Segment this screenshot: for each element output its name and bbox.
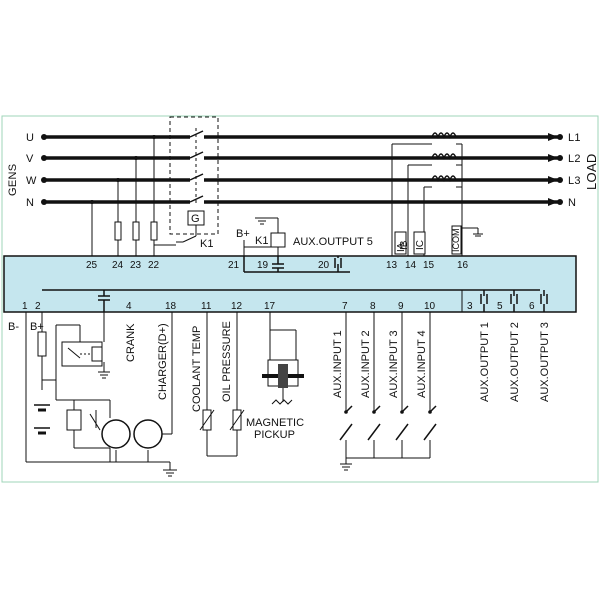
- k1-relay-label: K1: [255, 235, 268, 247]
- crank-label: CRANK: [125, 323, 137, 362]
- pin-21: 21: [228, 260, 240, 271]
- pin-1: 1: [22, 301, 28, 312]
- ic-label: IC: [415, 240, 426, 250]
- b-plus-top: B+: [236, 228, 250, 240]
- starter-relay: [66, 409, 82, 431]
- line-label-u: U: [26, 132, 34, 144]
- pin-23: 23: [130, 260, 142, 271]
- pin-3: 3: [467, 301, 473, 312]
- crank-relay-coil: [91, 346, 103, 362]
- pin-17: 17: [264, 301, 276, 312]
- magnetic-pickup-icon: [262, 359, 304, 405]
- power-lines: [44, 135, 560, 204]
- k1-relay-coil: [270, 232, 286, 248]
- main-ground-icon: [163, 469, 177, 477]
- aux-input1-label: AUX.INPUT 1: [332, 330, 344, 398]
- icom-label: ICOM: [451, 229, 461, 253]
- charger-label: CHARGER(D+): [157, 323, 169, 400]
- pin-18: 18: [165, 301, 177, 312]
- battery-icon: [34, 404, 50, 435]
- magnetic-label: MAGNETIC: [246, 417, 304, 429]
- line-label-l1: L1: [568, 132, 581, 144]
- contactor-box: [169, 116, 219, 235]
- pin-10: 10: [424, 301, 436, 312]
- line-label-l3: L3: [568, 175, 581, 187]
- aux-ground-icon: [340, 463, 352, 471]
- charger-alternator: [133, 419, 163, 449]
- pin-22: 22: [148, 260, 160, 271]
- pin-4: 4: [126, 301, 132, 312]
- pin-9: 9: [398, 301, 404, 312]
- aux-input3-label: AUX.INPUT 3: [388, 330, 400, 398]
- pin-13: 13: [386, 260, 398, 271]
- aux-output5-label: AUX.OUTPUT 5: [293, 236, 373, 248]
- load-label: LOAD: [584, 153, 599, 190]
- coolant-temp-label: COOLANT TEMP: [191, 326, 203, 412]
- pin-14: 14: [405, 260, 417, 271]
- bottom-wires: [25, 312, 431, 470]
- aux-input4-label: AUX.INPUT 4: [416, 330, 428, 398]
- pickup-label: PICKUP: [254, 429, 295, 441]
- oil-pressure-label: OIL PRESSURE: [221, 321, 233, 402]
- pin-16: 16: [457, 260, 469, 271]
- gens-label: GENS: [7, 164, 19, 196]
- ia-label: IA: [396, 242, 407, 252]
- line-label-w: W: [26, 175, 37, 187]
- aux-input-switches: [339, 405, 437, 441]
- pin-8: 8: [370, 301, 376, 312]
- contactor-switches: [190, 134, 204, 205]
- aux-input2-label: AUX.INPUT 2: [360, 330, 372, 398]
- pin-12: 12: [231, 301, 243, 312]
- pin-7: 7: [342, 301, 348, 312]
- g-box-label: G: [191, 213, 200, 225]
- crank-ground-icon: [98, 371, 110, 379]
- line-label-v: V: [26, 153, 34, 165]
- k1-contact-label: K1: [200, 238, 213, 250]
- diagram-frame: [1, 115, 599, 483]
- pin-24: 24: [112, 260, 124, 271]
- line-label-n-right: N: [568, 197, 576, 209]
- battery-fuse: [37, 331, 47, 357]
- pin-20: 20: [318, 260, 330, 271]
- aux-output1-label: AUX.OUTPUT 1: [479, 322, 491, 402]
- fuses: [114, 221, 158, 241]
- pin-5: 5: [497, 301, 503, 312]
- aux-output2-label: AUX.OUTPUT 2: [509, 322, 521, 402]
- b-plus-label: B+: [30, 321, 44, 333]
- pin-15: 15: [423, 260, 435, 271]
- pin-25: 25: [86, 260, 98, 271]
- pin-6: 6: [529, 301, 535, 312]
- aux-output3-label: AUX.OUTPUT 3: [539, 322, 551, 402]
- b-minus-label: B-: [8, 321, 19, 333]
- pin-19: 19: [257, 260, 269, 271]
- line-end-dots: [41, 134, 563, 205]
- line-arrows: [548, 133, 558, 206]
- pin-2: 2: [35, 301, 41, 312]
- line-label-l2: L2: [568, 153, 581, 165]
- ct-ground-icon: [473, 233, 483, 237]
- ct-boxes: [394, 225, 462, 255]
- ct-coils: [431, 132, 457, 182]
- sensor-resistors: [202, 409, 242, 431]
- line-label-n-left: N: [26, 197, 34, 209]
- ib-label-visible: IB: [399, 240, 410, 250]
- pin-11: 11: [201, 301, 212, 312]
- ground-icon: [255, 217, 269, 225]
- starter-motor: [101, 419, 131, 449]
